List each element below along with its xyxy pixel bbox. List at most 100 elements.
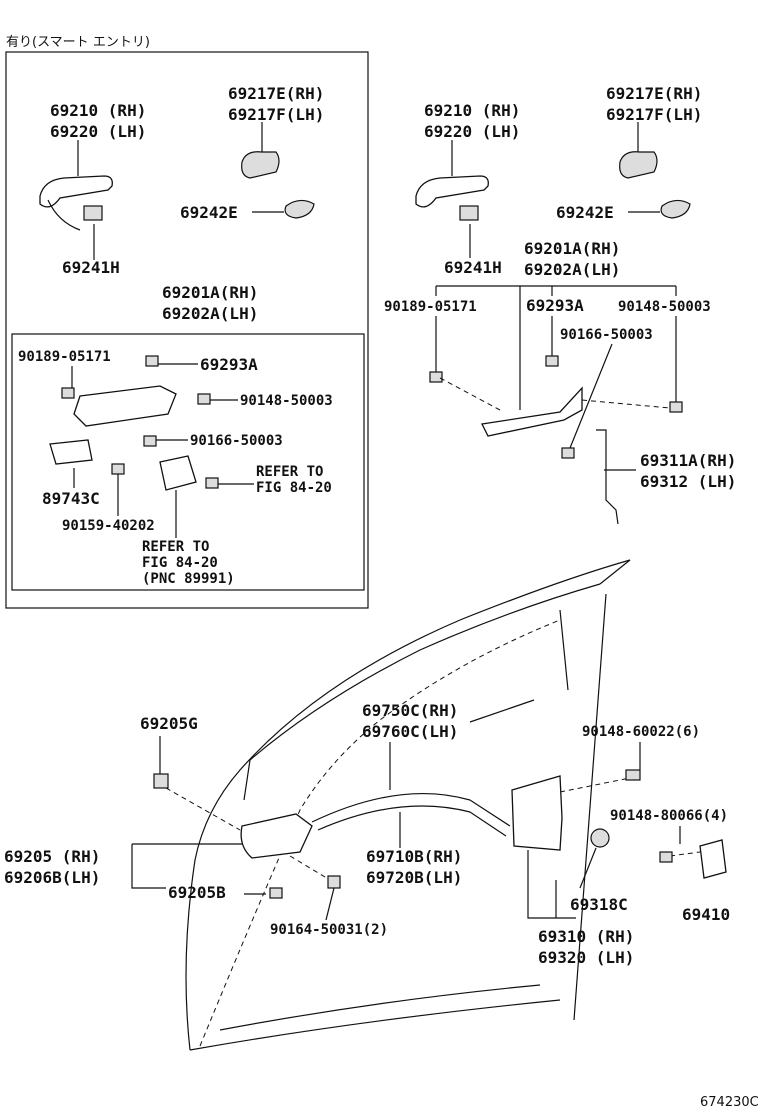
right-rod-lh-label: 69312 (LH) (640, 472, 736, 491)
inset-refer2-line1: REFER TO (142, 539, 209, 555)
inset-refer1-line2: FIG 84-20 (256, 480, 332, 496)
inset-cover-rh-label: 69217E(RH) (228, 84, 324, 103)
door-cable-lh-label: 69760C(LH) (362, 722, 458, 741)
door-lock-screw (625, 769, 641, 781)
door-striker-screw (659, 851, 673, 863)
right-sub-part-label: 69241H (444, 258, 502, 277)
inset-antenna-box (159, 455, 197, 491)
door-outer-edge (185, 559, 631, 1051)
right-rod-rh-label: 69311A(RH) (640, 451, 736, 470)
right-frame-lh-label: 69202A(LH) (524, 260, 620, 279)
inset-refer1-line1: REFER TO (256, 464, 323, 480)
inset-sub-part (83, 205, 103, 221)
right-screw-c (561, 447, 575, 459)
right-dash-b (581, 399, 671, 409)
door-cable2-lh-label: 69720B(LH) (366, 868, 462, 887)
door-cable-upper (311, 792, 511, 827)
inset-handle-rh-label: 69210 (RH) (50, 101, 146, 120)
right-dash-a (439, 377, 501, 411)
inset-handle-lh-label: 69220 (LH) (50, 122, 146, 141)
inset-pad-part (284, 199, 315, 219)
door-striker (699, 839, 727, 879)
inset-sensor-label: 89743C (42, 489, 100, 508)
door-inner-handle-bracket (131, 844, 166, 889)
right-screw-a-label: 90189-05171 (384, 299, 477, 315)
door-cable-leader (469, 699, 535, 723)
door-corner (599, 559, 631, 585)
door-inner-screw-b (327, 875, 341, 889)
inset-screw-b (197, 393, 211, 405)
inset-clip-label: 69293A (200, 355, 258, 374)
door-inner-dash (199, 619, 561, 1047)
inset-bolt (111, 463, 125, 475)
inset-handle-cover (241, 151, 280, 179)
right-handle-cover (619, 151, 658, 179)
door-inner-screw-b-label: 90164-50031(2) (270, 922, 388, 938)
inset-screw-a (61, 387, 75, 399)
door-inner-screw-b-leader (325, 887, 335, 921)
inset-antenna-screw (205, 477, 219, 489)
door-inner-dash (289, 855, 331, 881)
inset-screw-c-label: 90166-50003 (190, 433, 283, 449)
door-inner-handle (240, 813, 313, 859)
door-cap-leader (579, 847, 597, 889)
door-grommet-dash (165, 787, 241, 831)
door-bottom-edge (189, 999, 561, 1051)
inset-handle-wire (47, 199, 81, 231)
door-lock-screw-dash (559, 777, 631, 793)
variant-header: 有り(スマート エントリ) (6, 35, 150, 50)
right-screw-c-label: 90166-50003 (560, 327, 653, 343)
frame-sub-box (11, 333, 365, 591)
door-lock-rh-label: 69310 (RH) (538, 927, 634, 946)
door-inner-handle-lh-label: 69206B(LH) (4, 868, 100, 887)
door-cap (590, 828, 610, 848)
inset-sub-part-label: 69241H (62, 258, 120, 277)
door-rear-edge (573, 593, 607, 1021)
right-screw-b (669, 401, 683, 413)
inset-frame-rh-label: 69201A(RH) (162, 283, 258, 302)
inset-outer-handle (39, 175, 113, 208)
smart-entry-inset-box (5, 51, 369, 609)
right-cover-rh-label: 69217E(RH) (606, 84, 702, 103)
door-lock-bracket (527, 850, 576, 919)
right-frame-rh-label: 69201A(RH) (524, 239, 620, 258)
inset-screw-b-label: 90148-50003 (240, 393, 333, 409)
right-lock-rod (596, 429, 619, 525)
right-screw-b-label: 90148-50003 (618, 299, 711, 315)
right-pad-part (660, 199, 691, 219)
right-outer-handle (415, 175, 489, 208)
right-handle-lh-label: 69220 (LH) (424, 122, 520, 141)
door-window-rear (559, 609, 569, 691)
inset-refer2-line2: FIG 84-20 (142, 555, 218, 571)
inset-screw-a-label: 90189-05171 (18, 349, 111, 365)
door-cable-lower (317, 805, 507, 837)
right-cover-lh-label: 69217F(LH) (606, 105, 702, 124)
inset-clip (145, 355, 159, 367)
inset-sensor (49, 439, 93, 465)
right-screw-c-leader (569, 343, 613, 449)
inset-frame-lh-label: 69202A(LH) (162, 304, 258, 323)
door-inner-handle-rh-label: 69205 (RH) (4, 847, 100, 866)
right-pad-label: 69242E (556, 203, 614, 222)
inset-refer2-line3: (PNC 89991) (142, 571, 235, 587)
door-striker-screw-label: 90148-80066(4) (610, 808, 728, 824)
inset-cover-lh-label: 69217F(LH) (228, 105, 324, 124)
right-clip (545, 355, 559, 367)
door-lock-lh-label: 69320 (LH) (538, 948, 634, 967)
inset-frame (73, 385, 177, 427)
door-lower-crease (219, 984, 541, 1031)
door-inner-screw-label: 69205B (168, 883, 226, 902)
door-cable2-rh-label: 69710B(RH) (366, 847, 462, 866)
right-screw-a (429, 371, 443, 383)
figure-id: 674230C (700, 1095, 759, 1110)
inset-screw-c (143, 435, 157, 447)
door-striker-screw-dash (669, 851, 701, 857)
door-inner-screw (269, 887, 283, 899)
inset-pad-label: 69242E (180, 203, 238, 222)
door-window-frame-front (243, 759, 251, 801)
door-striker-label: 69410 (682, 905, 730, 924)
door-window-frame-top (249, 583, 601, 761)
door-grommet-label: 69205G (140, 714, 198, 733)
door-lock-assembly (511, 775, 563, 851)
